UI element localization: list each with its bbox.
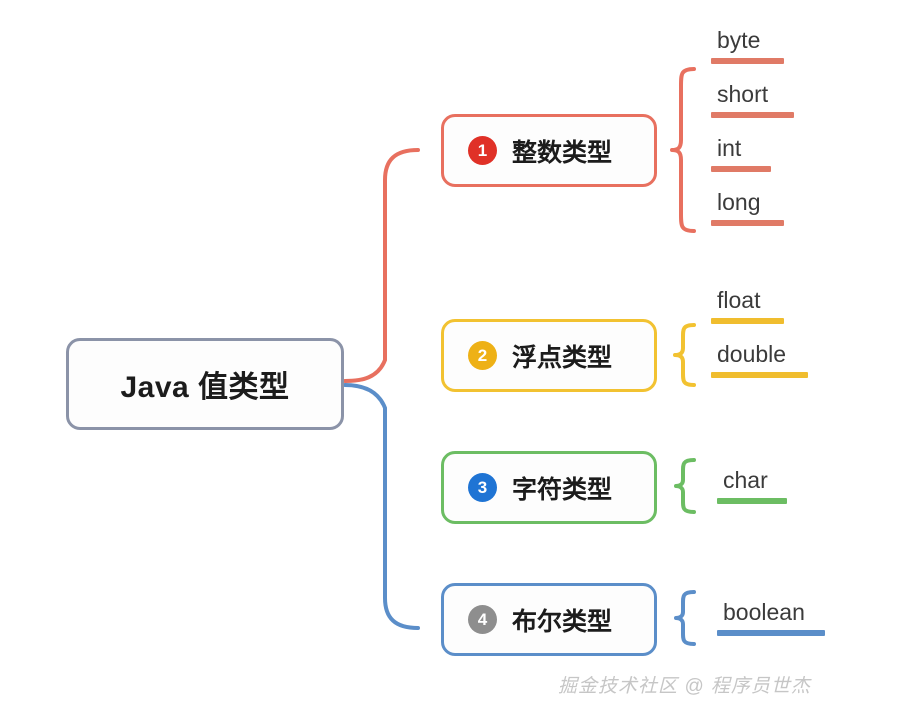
leaf-char-label: char (723, 467, 768, 493)
brace-boolean (674, 590, 696, 646)
leaf-int[interactable]: int (711, 135, 771, 173)
branch-node-2[interactable]: 2 浮点类型 (441, 319, 657, 392)
leaf-short[interactable]: short (711, 81, 794, 119)
branch-2-number-badge: 2 (468, 341, 497, 370)
leaf-boolean-label: boolean (723, 599, 805, 625)
root-node[interactable]: Java 值类型 (66, 338, 344, 430)
leaf-byte-label: byte (717, 27, 761, 53)
branch-2-label: 浮点类型 (512, 343, 613, 372)
connector-root-to-integer (343, 148, 420, 383)
leaf-char[interactable]: char (717, 467, 787, 505)
leaf-float[interactable]: float (711, 287, 784, 325)
leaf-float-label: float (717, 287, 761, 313)
leaf-short-rule (711, 112, 794, 119)
branch-3-number-badge: 3 (468, 473, 497, 502)
branch-4-number-badge: 4 (468, 605, 497, 634)
leaf-double-label: double (717, 341, 787, 367)
watermark: 掘金技术社区 @ 程序员世杰 (558, 676, 811, 697)
leaf-char-rule (717, 498, 787, 505)
leaf-int-rule (711, 166, 771, 173)
brace-integer (670, 67, 696, 233)
root-node-label: Java 值类型 (120, 371, 290, 404)
leaf-boolean[interactable]: boolean (717, 599, 825, 637)
leaf-boolean-rule (717, 630, 825, 637)
connector-root-to-boolean (343, 383, 420, 630)
leaf-double-rule (711, 372, 808, 379)
branch-4-label: 布尔类型 (512, 607, 613, 636)
branch-node-4[interactable]: 4 布尔类型 (441, 583, 657, 656)
leaf-byte[interactable]: byte (711, 27, 784, 65)
leaf-long[interactable]: long (711, 189, 784, 227)
brace-float (673, 323, 696, 387)
brace-char (674, 458, 696, 514)
leaf-double[interactable]: double (711, 341, 808, 379)
branch-1-label: 整数类型 (512, 138, 613, 167)
leaf-int-label: int (717, 135, 742, 161)
leaf-long-label: long (717, 189, 761, 215)
branch-3-label: 字符类型 (512, 475, 613, 504)
branch-1-number-badge: 1 (468, 136, 497, 165)
leaf-short-label: short (717, 81, 769, 107)
leaf-byte-rule (711, 58, 784, 65)
leaf-long-rule (711, 220, 784, 227)
branch-node-1[interactable]: 1 整数类型 (441, 114, 657, 187)
leaf-float-rule (711, 318, 784, 325)
branch-node-3[interactable]: 3 字符类型 (441, 451, 657, 524)
